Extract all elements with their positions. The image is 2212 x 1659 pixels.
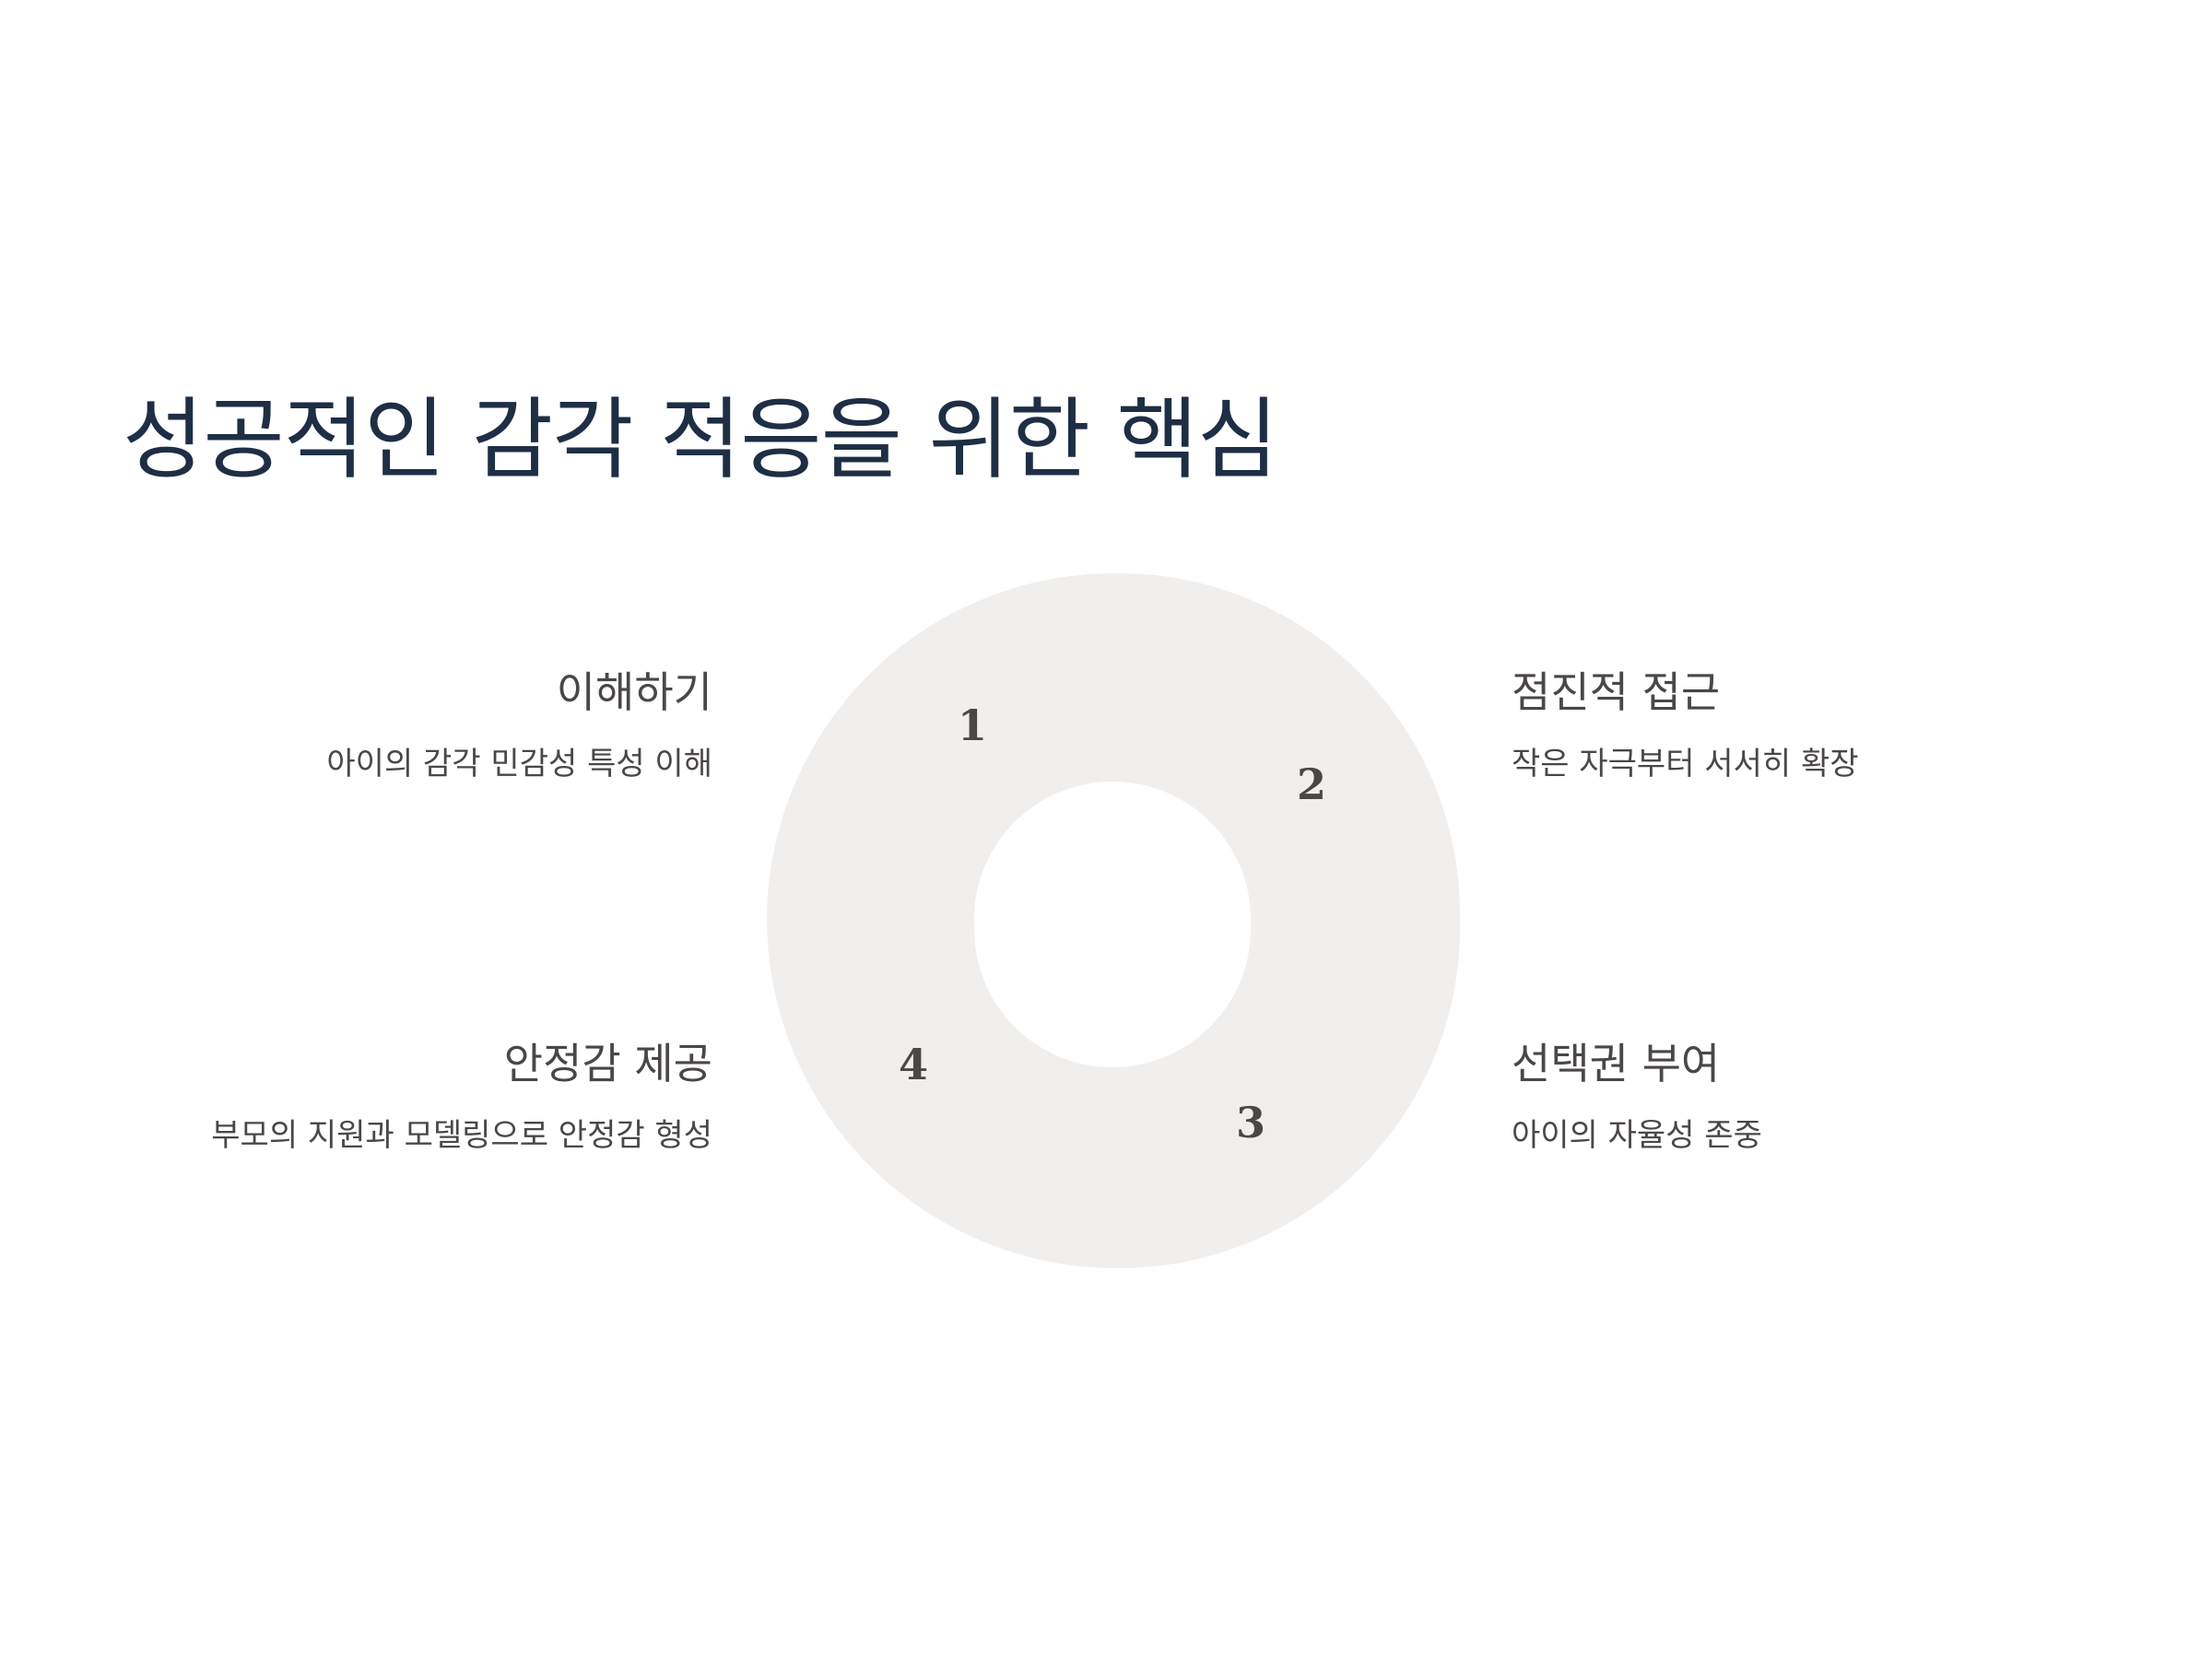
item-title: 점진적 접근: [1512, 667, 1721, 717]
item-description: 아이의 자율성 존중: [1512, 1117, 1762, 1155]
cycle-segment-1: [767, 572, 1177, 927]
item-provide-stability: 안정감 제공 부모의 지원과 모델링으로 안정감 형성: [67, 1039, 712, 1155]
segment-number-4: 4: [899, 1040, 928, 1089]
segment-number-3: 3: [1236, 1098, 1265, 1147]
item-understanding: 이해하기 아이의 감각 민감성 특성 이해: [67, 667, 712, 783]
item-give-choice: 선택권 부여 아이의 자율성 존중: [1512, 1039, 2157, 1155]
item-title: 안정감 제공: [503, 1039, 712, 1088]
item-gradual-approach: 점진적 접근 작은 자극부터 서서히 확장: [1512, 667, 2157, 783]
cycle-segment-4: [766, 853, 1119, 1269]
page-title: 성공적인 감각 적응을 위한 핵심: [123, 388, 1278, 491]
item-title: 이해하기: [556, 667, 712, 717]
item-description: 부모의 지원과 모델링으로 안정감 형성: [211, 1117, 712, 1155]
segment-number-2: 2: [1297, 759, 1326, 809]
item-title: 선택권 부여: [1512, 1039, 1721, 1088]
cycle-segment-3: [1049, 917, 1461, 1268]
item-description: 아이의 감각 민감성 특성 이해: [326, 746, 712, 783]
item-description: 작은 자극부터 서서히 확장: [1512, 746, 1859, 783]
segment-number-1: 1: [958, 700, 987, 750]
cycle-segment-2: [1110, 573, 1461, 993]
